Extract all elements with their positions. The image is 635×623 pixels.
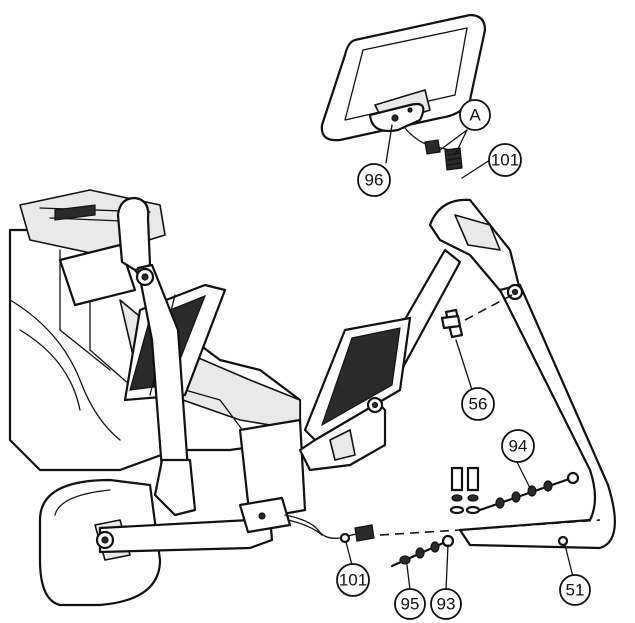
callout-96-label: 96 xyxy=(365,171,384,190)
assembly-lines xyxy=(379,294,601,536)
lower-crossbar xyxy=(95,496,292,554)
callout-51: 51 xyxy=(559,574,591,606)
callout-93: 93 xyxy=(430,588,462,620)
hardware xyxy=(339,308,580,568)
callout-94-label: 94 xyxy=(509,437,528,456)
center-upright xyxy=(298,248,462,472)
callout-A: A xyxy=(459,99,491,131)
callout-96: 96 xyxy=(357,163,391,197)
callout-A-label: A xyxy=(469,106,481,125)
callout-101-top-label: 101 xyxy=(491,151,519,170)
callout-56: 56 xyxy=(461,387,495,421)
right-handlebar-frame xyxy=(428,198,616,550)
wire-harness xyxy=(284,514,375,542)
callout-51-label: 51 xyxy=(566,581,585,600)
callout-101-top: 101 xyxy=(488,143,522,177)
callout-93-label: 93 xyxy=(437,595,456,614)
callout-94: 94 xyxy=(501,429,535,463)
top-console-96 xyxy=(320,13,487,171)
callout-56-label: 56 xyxy=(469,395,488,414)
callout-101-bottom-label: 101 xyxy=(339,571,367,590)
callout-95-label: 95 xyxy=(401,595,420,614)
leader-lines xyxy=(345,124,574,591)
callout-101-bottom: 101 xyxy=(336,563,370,597)
left-handlebar-post xyxy=(116,196,197,517)
callout-95: 95 xyxy=(394,588,426,620)
